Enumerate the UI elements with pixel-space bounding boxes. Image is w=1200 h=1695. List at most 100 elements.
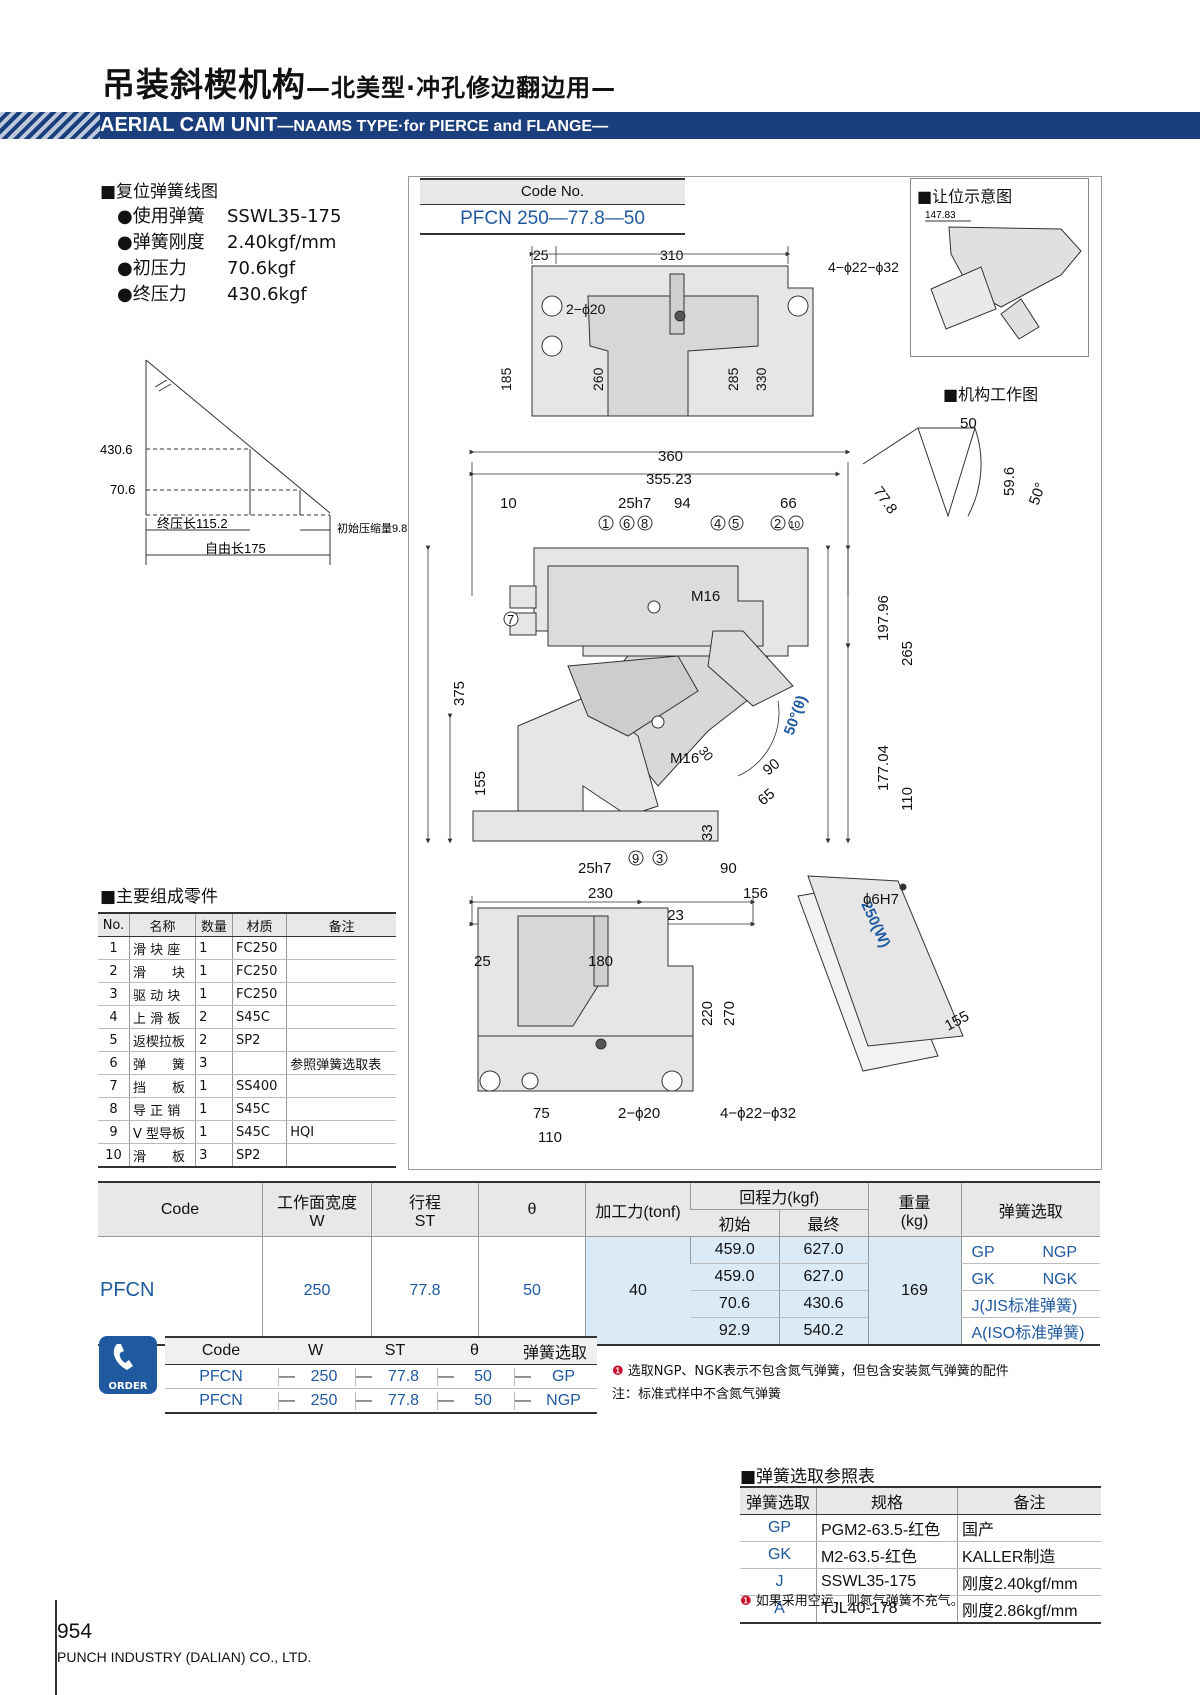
title-en: AERIAL CAM UNIT—NAAMS TYPE·for PIERCE an… [100, 114, 608, 137]
order-dash: — [355, 1391, 372, 1410]
warning-icon: ❶ [740, 1594, 752, 1609]
dim-h155: 155 [472, 771, 489, 796]
dim-h33: 33 [699, 824, 716, 841]
front-view [472, 547, 809, 842]
init-3: 92.9 [690, 1317, 779, 1346]
order-note-1-text: 选取NGP、NGK表示不包含氮气弹簧，但包含安装氮气弹簧的配件 [627, 1364, 1009, 1379]
dim-c270: 270 [721, 1001, 738, 1026]
dim-c-holes-b: 2−ϕ20 [618, 1105, 660, 1122]
parts-cell [286, 982, 396, 1006]
dim-w94: 94 [674, 495, 691, 512]
spec-value: SSWL35-175 [227, 206, 342, 227]
balloon-6 [619, 515, 635, 531]
dim-c110: 110 [538, 1129, 562, 1146]
order-row: PFCN—250—77.8—50—NGP [165, 1388, 597, 1414]
spec-weight: 169 [867, 1236, 961, 1346]
order-cell: 50 [474, 1391, 492, 1409]
parts-cell: 2 [195, 1005, 233, 1029]
order-col-code: Code [165, 1336, 277, 1365]
dim-h330: 330 [753, 367, 769, 391]
order-td: —250 [277, 1388, 354, 1414]
title-banner [0, 112, 1200, 139]
dim-b230: 230 [588, 885, 613, 902]
spec-value: 70.6kgf [227, 258, 296, 279]
code-no-value: PFCN 250—77.8—50 [420, 205, 685, 235]
parts-cell: 9 [98, 1120, 130, 1144]
h-init: 初始 [690, 1209, 779, 1237]
dim-holes-a: 4−ϕ22−ϕ32 [828, 259, 899, 275]
dim-w10: 10 [500, 495, 517, 512]
parts-cell: S45C [232, 1005, 287, 1029]
top-view [531, 265, 814, 417]
parts-cell [286, 1074, 396, 1098]
dim-h285: 285 [725, 367, 741, 391]
order-td: PFCN [165, 1388, 277, 1414]
dim-a50: 50° [1026, 480, 1050, 507]
parts-cell: 滑 块 [128, 959, 196, 983]
init-0: 459.0 [690, 1236, 779, 1264]
dim-w77: 77.8 [870, 484, 901, 518]
h-st-1: 行程 [408, 1194, 441, 1212]
dim-h260: 260 [590, 367, 606, 391]
spring-diagram: 430.6 70.6 终压长115.2 初始压缩量9.8 自由长175 [100, 359, 407, 565]
parts-cell: 1 [195, 936, 233, 960]
balloon-9-text: 9 [632, 851, 639, 866]
parts-heading: ■主要组成零件 [100, 887, 219, 907]
ref-cell: A [740, 1595, 817, 1624]
order-td: —NGP [513, 1388, 597, 1414]
spring-3: A(ISO标准弹簧) [960, 1317, 1100, 1346]
order-cell: 77.8 [387, 1367, 420, 1385]
balloon-4-text: 4 [714, 516, 721, 531]
title-en-sub: —NAAMS TYPE·for PIERCE and FLANGE— [277, 118, 609, 135]
balloon-3 [652, 850, 668, 866]
order-dash: — [278, 1391, 295, 1410]
balloon-7 [503, 611, 519, 627]
spring-2: J(JIS标准弹簧) [960, 1290, 1100, 1318]
spring-1: GK NGK [960, 1263, 1100, 1291]
spec-w: 250 [262, 1236, 372, 1346]
ref-col-choice: 弹簧选取 [740, 1486, 817, 1515]
parts-cell [286, 1028, 396, 1052]
order-col-st: ST [354, 1336, 436, 1365]
dim-b156: 156 [743, 885, 768, 902]
spring-ref-heading: ■弹簧选取参照表 [740, 1467, 876, 1487]
banner-stripes [0, 112, 100, 139]
dim-c180: 180 [588, 953, 613, 970]
col-material: 材质 [232, 912, 287, 937]
parts-cell: SS400 [232, 1074, 287, 1098]
dim-c75: 75 [533, 1105, 550, 1122]
spring-ref-note-text: 如果采用空运，则氮气弹簧不充气。 [755, 1594, 964, 1609]
page-title: 吊装斜楔机构—北美型·冲孔修边翻边用— [102, 58, 616, 106]
title-cn-sub: —北美型·冲孔修边翻边用— [306, 74, 617, 102]
free-length-label: 自由长175 [205, 541, 266, 556]
order-note-2: 注：标准式样中不含氮气弹簧 [612, 1387, 782, 1402]
order-td: —50 [436, 1388, 513, 1414]
dim-d65: 65 [755, 785, 779, 809]
h-force: 加工力(tonf) [585, 1181, 691, 1237]
parts-cell: V 型导板 [128, 1120, 196, 1144]
balloon-1 [598, 515, 614, 531]
order-cell: GP [551, 1367, 576, 1385]
parts-cell: S45C [232, 1097, 287, 1121]
dim-top-b: 310 [660, 247, 684, 263]
order-icon-label: ORDER [108, 1381, 148, 1392]
ref-cell: 刚度2.86kgf/mm [957, 1595, 1101, 1624]
h-return: 回程力(kgf) [690, 1181, 868, 1210]
warning-icon: ❶ [612, 1364, 624, 1379]
y-tick-high: 430.6 [100, 442, 133, 457]
ref-cell: GP [740, 1514, 817, 1542]
parts-cell: 3 [195, 1143, 233, 1168]
order-dash: — [278, 1367, 295, 1386]
technical-drawing: 25 310 4−ϕ22−ϕ32 2−ϕ20 285 330 260 185 [425, 246, 1050, 1146]
title-cn: 吊装斜楔机构 [102, 65, 306, 104]
